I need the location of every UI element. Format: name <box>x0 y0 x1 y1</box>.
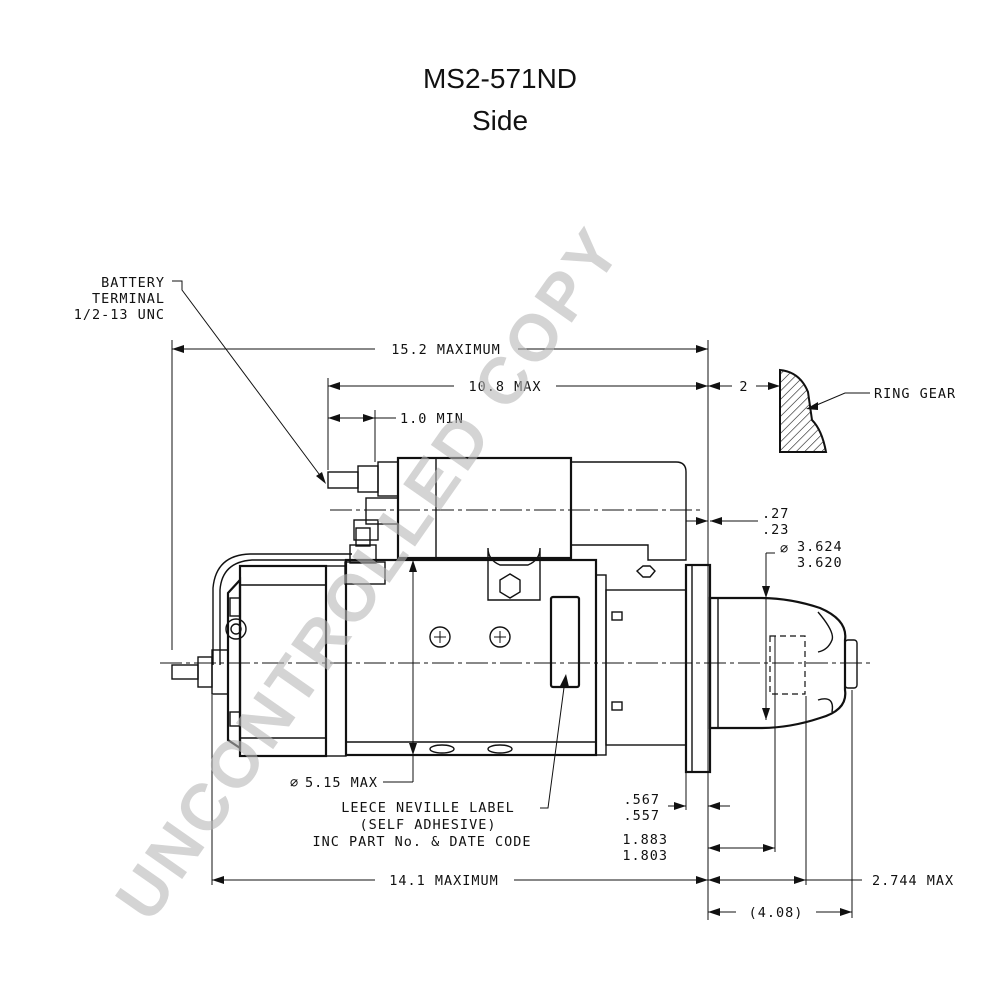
motor-terminal <box>365 497 399 525</box>
field-terminal-nut <box>349 544 377 564</box>
callout-battery-line-2: TERMINAL <box>92 291 165 307</box>
drawing-title: MS2-571ND <box>423 63 577 94</box>
frame-screw-1 <box>429 626 451 648</box>
drive-housing <box>605 589 687 746</box>
bracket-bolt <box>499 573 521 599</box>
callout-label-line-2: (SELF ADHESIVE) <box>360 817 497 833</box>
frame-screw-2 <box>489 626 511 648</box>
leece-neville-label-area <box>549 595 581 689</box>
diameter-symbol-pilot: ⌀ <box>780 541 789 557</box>
dim-pilot-max: 3.624 <box>797 539 843 555</box>
mounting-flange <box>684 563 712 774</box>
callout-label-line-1: LEECE NEVILLE LABEL <box>341 800 514 816</box>
callout-label-line-3: INC PART No. & DATE CODE <box>312 834 531 850</box>
battery-terminal-leader <box>172 280 323 479</box>
callout-battery-line-1: BATTERY <box>101 275 165 291</box>
dim-flange-min: .23 <box>762 522 789 538</box>
dim-body-dia: 5.15 MAX <box>305 775 378 791</box>
dim-ring-gear-gap: 2 <box>739 379 748 395</box>
dim-overall-max: 15.2 MAXIMUM <box>391 342 501 358</box>
field-terminal-base <box>344 561 386 585</box>
dim-solenoid-max: 10.8 MAX <box>468 379 541 395</box>
ring-gear-section <box>779 368 828 453</box>
frame-band <box>595 574 607 756</box>
rear-stud-nut <box>197 656 213 688</box>
pinion-tip <box>844 639 858 689</box>
rear-stud <box>171 664 199 680</box>
solenoid-mount-bracket <box>487 547 541 601</box>
diameter-symbol-body: ⌀ <box>290 775 299 791</box>
dim-flange-max: .27 <box>762 506 789 522</box>
callout-ring-gear: RING GEAR <box>874 386 956 402</box>
frame-screw-3 <box>429 744 455 754</box>
end-cap-boss <box>225 618 247 640</box>
cover-nut <box>635 565 656 578</box>
dim-pinion-offset-min: .557 <box>623 808 660 824</box>
drawing-subtitle: Side <box>472 105 528 136</box>
frame-screw-4 <box>487 744 513 754</box>
dim-pinion-len-min: 1.803 <box>622 848 668 864</box>
dim-nose-ref: (4.08) <box>749 905 804 921</box>
dim-body-length: 14.1 MAXIMUM <box>389 873 499 889</box>
dimension-lines <box>171 280 870 920</box>
dim-pinion-len-max: 1.883 <box>622 832 668 848</box>
dim-terminal-min: 1.0 MIN <box>400 411 464 427</box>
battery-terminal-stud <box>327 471 359 489</box>
field-lead-wire <box>219 559 352 665</box>
starter-outline <box>160 456 870 774</box>
pinion-hidden <box>769 635 806 695</box>
solenoid-cover <box>571 461 687 561</box>
drive-nose <box>708 596 847 730</box>
dim-nose-max: 2.744 MAX <box>872 873 954 889</box>
dim-pinion-offset-max: .567 <box>623 792 660 808</box>
dimension-text: BATTERY TERMINAL 1/2-13 UNC 15.2 MAXIMUM… <box>74 275 956 921</box>
callout-battery-line-3: 1/2-13 UNC <box>74 307 165 323</box>
dim-pilot-min: 3.620 <box>797 555 843 571</box>
